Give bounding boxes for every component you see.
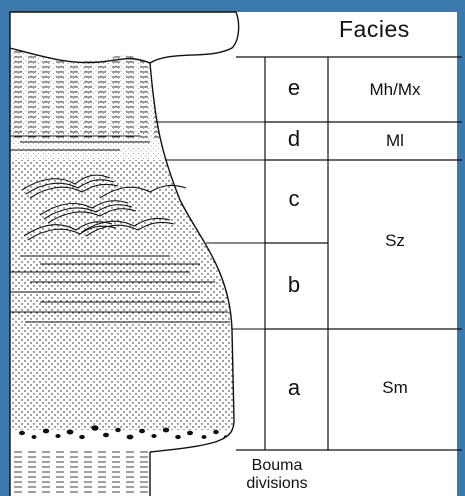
turbidite-column [10,48,250,496]
division-letter-b: b [279,274,309,296]
division-letter-e: e [279,77,309,99]
facies-label-a: Sm [328,379,462,396]
facies-label-cb: Sz [328,232,462,249]
bouma-label-line1: Bouma [252,457,303,474]
facies-header: Facies [339,18,410,41]
division-letter-d: d [279,128,309,150]
facies-label-e: Mh/Mx [328,81,462,98]
bouma-label-line2: divisions [246,475,307,492]
division-letter-a: a [279,377,309,399]
facies-label-d: Ml [328,132,462,149]
division-letter-c: c [279,188,309,210]
bouma-divisions-label: Bouma divisions [232,457,322,493]
